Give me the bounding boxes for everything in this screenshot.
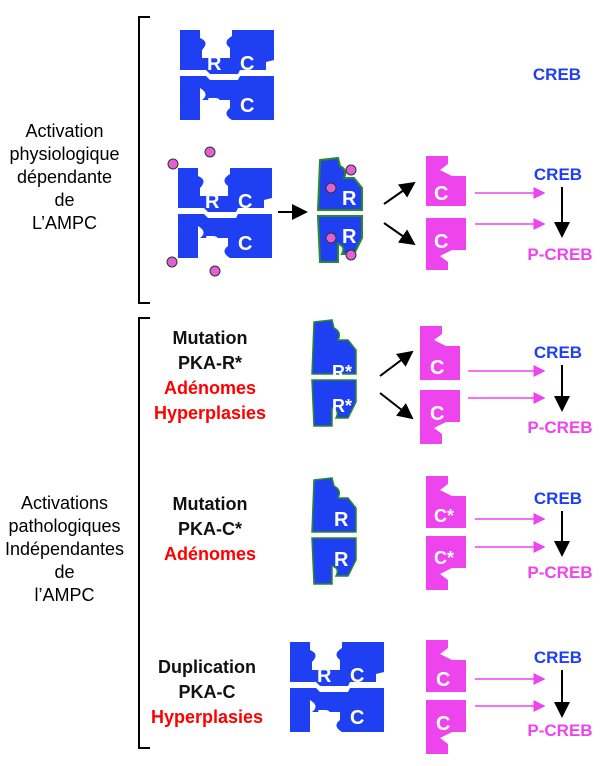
c-mut-label: C* [434, 506, 454, 526]
r-label: R [334, 549, 349, 571]
patho-line-2: pathologiques [8, 516, 121, 536]
holoenzyme-with-camp: R C R C [178, 168, 272, 258]
r-mut-label: R* [332, 396, 352, 416]
panel3-label: Mutation PKA-C* Adénomes [135, 492, 285, 567]
pcreb-panel4: P-CREB [527, 721, 593, 740]
patho-line-5: l’AMPC [34, 585, 95, 605]
arrow-release-top [383, 181, 416, 205]
r-label: R [342, 188, 357, 210]
patho-line-3: Indépendantes [4, 539, 125, 559]
r-label: R [342, 226, 357, 248]
physio-line-2: physiologique [9, 144, 120, 164]
creb-panel1: CREB [533, 165, 583, 184]
c-label: C [436, 669, 450, 691]
panel3-line2: PKA-C* [177, 519, 242, 539]
camp-dots-bound [325, 164, 357, 261]
physio-line-5: L’AMPC [31, 213, 98, 233]
panel4-line1: Duplication [158, 657, 256, 677]
regulatory-dimer-p3: R R [311, 477, 357, 585]
c-label: C [238, 191, 252, 213]
c-label: C [436, 713, 450, 735]
r-label: R [334, 509, 349, 531]
regulatory-dimer-camp: R R [316, 156, 363, 263]
r-label: R [207, 95, 222, 117]
creb-panel1-top: CREB [532, 65, 582, 84]
catalytic-p2-2: C [420, 390, 460, 444]
panel2-label: Mutation PKA-R* Adénomes Hyperplasies [135, 326, 285, 426]
panel2-line4: Hyperplasies [153, 403, 267, 423]
pathologic-activation-label: Activations pathologiques Indépendantes … [2, 492, 127, 607]
camp-dots-free [166, 146, 221, 277]
r-label: R [207, 53, 222, 75]
catalytic-mutant-1: C* [426, 476, 466, 528]
holoenzyme-inactive: R C R C [180, 30, 274, 120]
panel2-line1: Mutation [172, 328, 248, 348]
arrow-r-mut-bottom [379, 392, 414, 420]
regulatory-dimer-mutant: R* R* [311, 319, 357, 427]
arrow-r-mut-top [379, 350, 414, 377]
pcreb-panel2: P-CREB [527, 418, 593, 437]
physio-line-4: de [54, 190, 75, 210]
creb-panel2: CREB [533, 343, 583, 362]
creb-panel4: CREB [533, 648, 583, 667]
r-label: R [317, 707, 332, 729]
panel4-label: Duplication PKA-C Hyperplasies [132, 655, 282, 730]
c-label: C [240, 95, 254, 117]
c-label: C [350, 665, 364, 687]
arrow-release-bottom [383, 222, 416, 246]
c-label: C [434, 183, 448, 205]
panel4-line3: Hyperplasies [150, 707, 264, 727]
pcreb-panel1: P-CREB [527, 245, 593, 264]
physio-line-1: Activation [25, 121, 104, 141]
catalytic-mutant-2: C* [426, 536, 466, 590]
catalytic-p4-1: C [426, 640, 466, 692]
panel2-line3: Adénomes [163, 378, 257, 398]
c-mut-label: C* [434, 548, 454, 568]
catalytic-free-2: C [426, 218, 466, 270]
c-label: C [240, 53, 254, 75]
bracket-physio [138, 16, 150, 304]
r-label: R [205, 233, 220, 255]
patho-line-4: de [54, 562, 75, 582]
panel4-line2: PKA-C [178, 682, 236, 702]
c-label: C [430, 403, 444, 425]
pcreb-panel3: P-CREB [527, 563, 593, 582]
catalytic-p4-2: C [426, 700, 466, 754]
panel3-line3: Adénomes [163, 544, 257, 564]
catalytic-p2-1: C [420, 326, 460, 380]
patho-line-1: Activations [20, 493, 109, 513]
bracket-patho [138, 317, 150, 749]
physiologic-activation-label: Activation physiologique dépendante de L… [2, 120, 127, 235]
r-label: R [205, 191, 220, 213]
c-label: C [434, 231, 448, 253]
panel2-line2: PKA-R* [177, 353, 242, 373]
r-label: R [317, 665, 332, 687]
physio-line-3: dépendante [16, 167, 113, 187]
r-mut-label: R* [332, 362, 352, 382]
c-label: C [350, 707, 364, 729]
holoenzyme-duplication: R C R C [290, 642, 384, 732]
c-label: C [430, 357, 444, 379]
panel3-line1: Mutation [172, 494, 248, 514]
catalytic-free-1: C [426, 156, 466, 206]
c-label: C [238, 233, 252, 255]
creb-panel3: CREB [533, 489, 583, 508]
